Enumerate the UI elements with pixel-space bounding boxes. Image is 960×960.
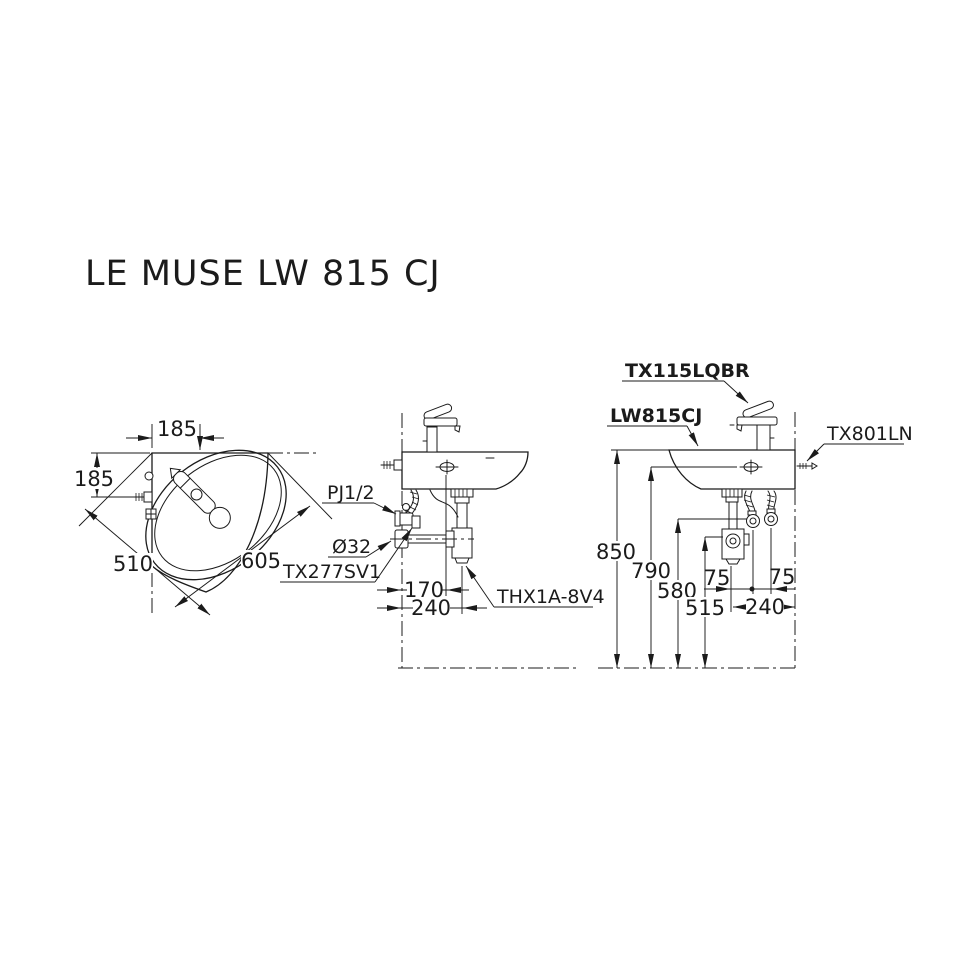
plan-dim-left-value: 185: [74, 467, 114, 491]
side-dim-overflow: 170: [377, 475, 469, 602]
front-label-faucet: TX115LQBR: [622, 360, 750, 404]
svg-text:TX277SV1: TX277SV1: [282, 561, 381, 583]
plan-drain-stub: [145, 508, 157, 520]
side-dim-drain: 240: [377, 566, 487, 620]
side-basin-body: [401, 451, 529, 490]
side-supply-hose: [405, 489, 420, 516]
plan-dim-top-value: 185: [157, 417, 197, 441]
svg-text:850: 850: [596, 540, 636, 564]
svg-text:170: 170: [404, 578, 444, 602]
front-faucet: [729, 400, 778, 451]
plan-view: 185 185 510 605: [74, 417, 333, 616]
svg-text:75: 75: [769, 565, 796, 589]
plan-dim-front-right-value: 605: [241, 549, 281, 573]
front-view: TX115LQBR LW815CJ TX801LN 850 790: [596, 360, 913, 669]
front-dim-rim: 850: [596, 449, 669, 668]
svg-text:240: 240: [411, 596, 451, 620]
svg-text:515: 515: [685, 596, 725, 620]
plan-dim-front-right: 605: [174, 452, 333, 608]
front-dim-overflow: 790: [631, 466, 737, 668]
side-view: PJ1/2 Ø32 TX277SV1 THX1A-8V4 170: [280, 403, 605, 669]
front-drain-trap: [721, 488, 750, 565]
side-label-supply: PJ1/2: [322, 482, 397, 515]
side-popup-wire: [429, 489, 459, 518]
front-hanger-bolt: [796, 462, 818, 470]
front-label-hanger: TX801LN: [806, 423, 913, 462]
svg-text:240: 240: [745, 595, 785, 619]
page-title: LE MUSE LW 815 CJ: [85, 254, 441, 294]
plan-dim-left: 185: [74, 452, 150, 498]
front-dim-drain-wall: 240: [733, 595, 795, 619]
side-stop-valve: [394, 503, 421, 529]
plan-supply-stub: [133, 491, 153, 503]
svg-text:PJ1/2: PJ1/2: [327, 482, 375, 504]
side-overflow-symbol: [435, 459, 459, 475]
front-overflow-symbol: [739, 459, 763, 475]
plan-dim-front-left: 510: [78, 452, 211, 616]
svg-text:THX1A-8V4: THX1A-8V4: [496, 586, 605, 608]
svg-text:LW815CJ: LW815CJ: [610, 405, 702, 427]
front-supply-hoses: [743, 490, 778, 528]
plan-dim-front-left-value: 510: [113, 552, 153, 576]
front-dim-spacing: 75 75: [704, 528, 796, 612]
svg-text:TX115LQBR: TX115LQBR: [625, 360, 750, 382]
side-wall-anchor: [380, 459, 403, 471]
svg-text:TX801LN: TX801LN: [826, 423, 913, 445]
front-dim-trap: 515: [685, 536, 725, 668]
plan-dim-top: 185: [126, 417, 224, 450]
svg-text:790: 790: [631, 559, 671, 583]
front-label-basin: LW815CJ: [607, 405, 702, 447]
side-label-valve: TX277SV1: [280, 527, 413, 583]
plan-faucet: [169, 467, 231, 529]
plan-mount-hole: [144, 471, 154, 481]
side-label-trap: THX1A-8V4: [465, 565, 605, 608]
side-label-drain-dia: Ø32: [328, 536, 392, 558]
front-basin-body: [668, 449, 796, 490]
side-drain-trap: [390, 488, 474, 564]
side-faucet: [422, 403, 461, 453]
svg-text:Ø32: Ø32: [332, 536, 371, 558]
svg-text:75: 75: [704, 566, 731, 590]
